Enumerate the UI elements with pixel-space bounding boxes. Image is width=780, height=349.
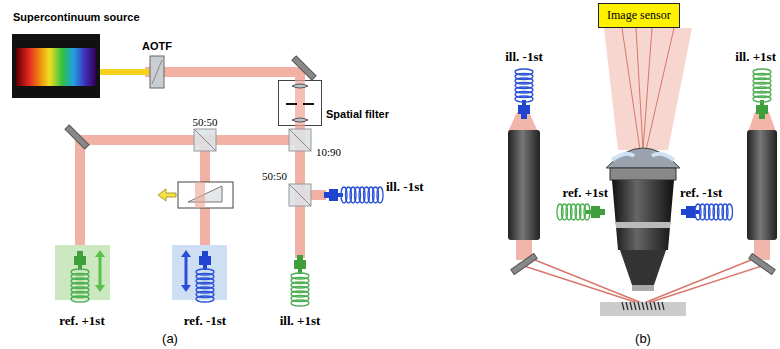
- objective-lens: [606, 148, 680, 291]
- illumination-beam: [508, 112, 776, 260]
- fiber-coil: [515, 69, 533, 102]
- aotf-crystal: [152, 60, 162, 84]
- fiber-label: ill. -1st: [505, 50, 543, 64]
- fiber-coil: [753, 69, 771, 102]
- fiber-label: ill. +1st: [280, 314, 321, 328]
- component-label: 50:50: [262, 170, 287, 182]
- collimator-tube: [747, 130, 777, 240]
- fiber-coupler: [74, 251, 86, 270]
- white-light-beam: [100, 69, 150, 75]
- fiber-label: ref. +1st: [563, 186, 608, 200]
- fiber-group: [71, 69, 771, 310]
- fiber-coil: [196, 269, 214, 302]
- fiber-label: ref. -1st: [184, 314, 226, 328]
- fiber-label: ref. +1st: [59, 314, 104, 328]
- translation-stage: [172, 245, 227, 300]
- fiber-label: ref. -1st: [680, 186, 722, 200]
- node-text: Supercontinuum source: [13, 11, 142, 23]
- aotf-crystal: [150, 56, 164, 88]
- panel-label: (b): [635, 332, 651, 346]
- fiber-label: ill. -1st: [386, 180, 424, 194]
- translation-arrow: [181, 250, 191, 292]
- fiber-coil: [291, 273, 309, 306]
- component-label: 10:90: [316, 146, 341, 158]
- laser-beam: [80, 126, 326, 258]
- detection-rays: [622, 28, 674, 150]
- spectrum: [16, 48, 96, 86]
- collimator-tube: [508, 130, 540, 240]
- node-text: Spatial filter: [326, 108, 389, 126]
- wedge-delay: [158, 182, 233, 208]
- translation-arrow: [95, 250, 105, 292]
- source-housing: [12, 34, 100, 98]
- fiber-coupler: [294, 255, 306, 274]
- fiber-coupler: [199, 251, 211, 270]
- node-text: Image sensor: [607, 8, 671, 23]
- component-label: 50:50: [192, 116, 217, 128]
- fiber-coil: [557, 204, 590, 220]
- mirror: [65, 56, 775, 275]
- fiber-coil: [71, 269, 89, 302]
- fiber-label: ill. +1st: [735, 50, 776, 64]
- sample-stage: [600, 302, 686, 316]
- fiber-coupler: [324, 189, 343, 201]
- detection-beam: [604, 28, 692, 150]
- panel-label: (a): [162, 332, 178, 346]
- fiber-coupler: [518, 100, 530, 119]
- fiber-coupler: [681, 206, 700, 218]
- spatial-filter: Spatial filter: [278, 80, 389, 126]
- fiber-coil: [695, 204, 733, 220]
- light-source: Supercontinuum source: [10, 10, 145, 98]
- fiber-coil: [341, 187, 383, 203]
- image-sensor: Image sensor: [598, 3, 680, 28]
- sample-pattern: [622, 302, 664, 310]
- laser-beam: [145, 72, 300, 80]
- spatial-filter-box: [278, 80, 322, 126]
- fiber-coupler: [756, 100, 768, 119]
- fiber-coupler: [586, 206, 605, 218]
- translation-stage: [55, 245, 110, 300]
- component-label: AOTF: [142, 40, 172, 52]
